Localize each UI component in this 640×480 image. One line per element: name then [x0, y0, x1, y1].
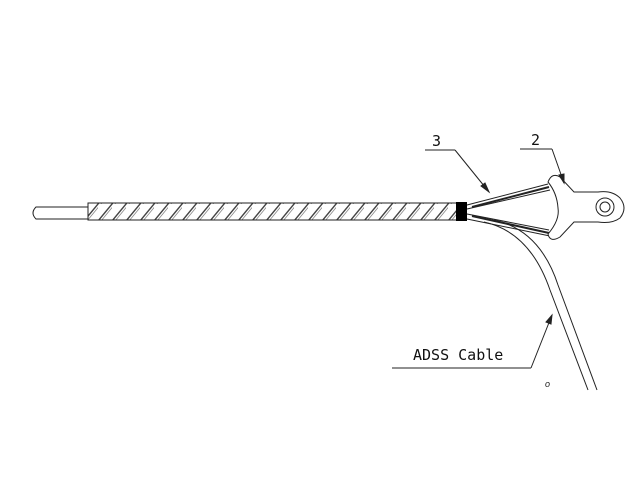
conductor-end: [32, 206, 90, 220]
leader-part-3: [425, 149, 491, 194]
band-marker: [456, 202, 467, 221]
small-mark: o: [545, 379, 550, 389]
label-part-2: 2: [531, 131, 540, 149]
clamp-fitting: [547, 174, 625, 240]
label-adss-cable: ADSS Cable: [413, 346, 503, 364]
leader-adss-cable: [392, 313, 553, 369]
leader-part-2: [520, 148, 565, 185]
label-part-3: 3: [432, 132, 441, 150]
rod-legs: [466, 183, 551, 237]
helical-rod: [87, 202, 459, 221]
adss-cable: [483, 219, 598, 391]
